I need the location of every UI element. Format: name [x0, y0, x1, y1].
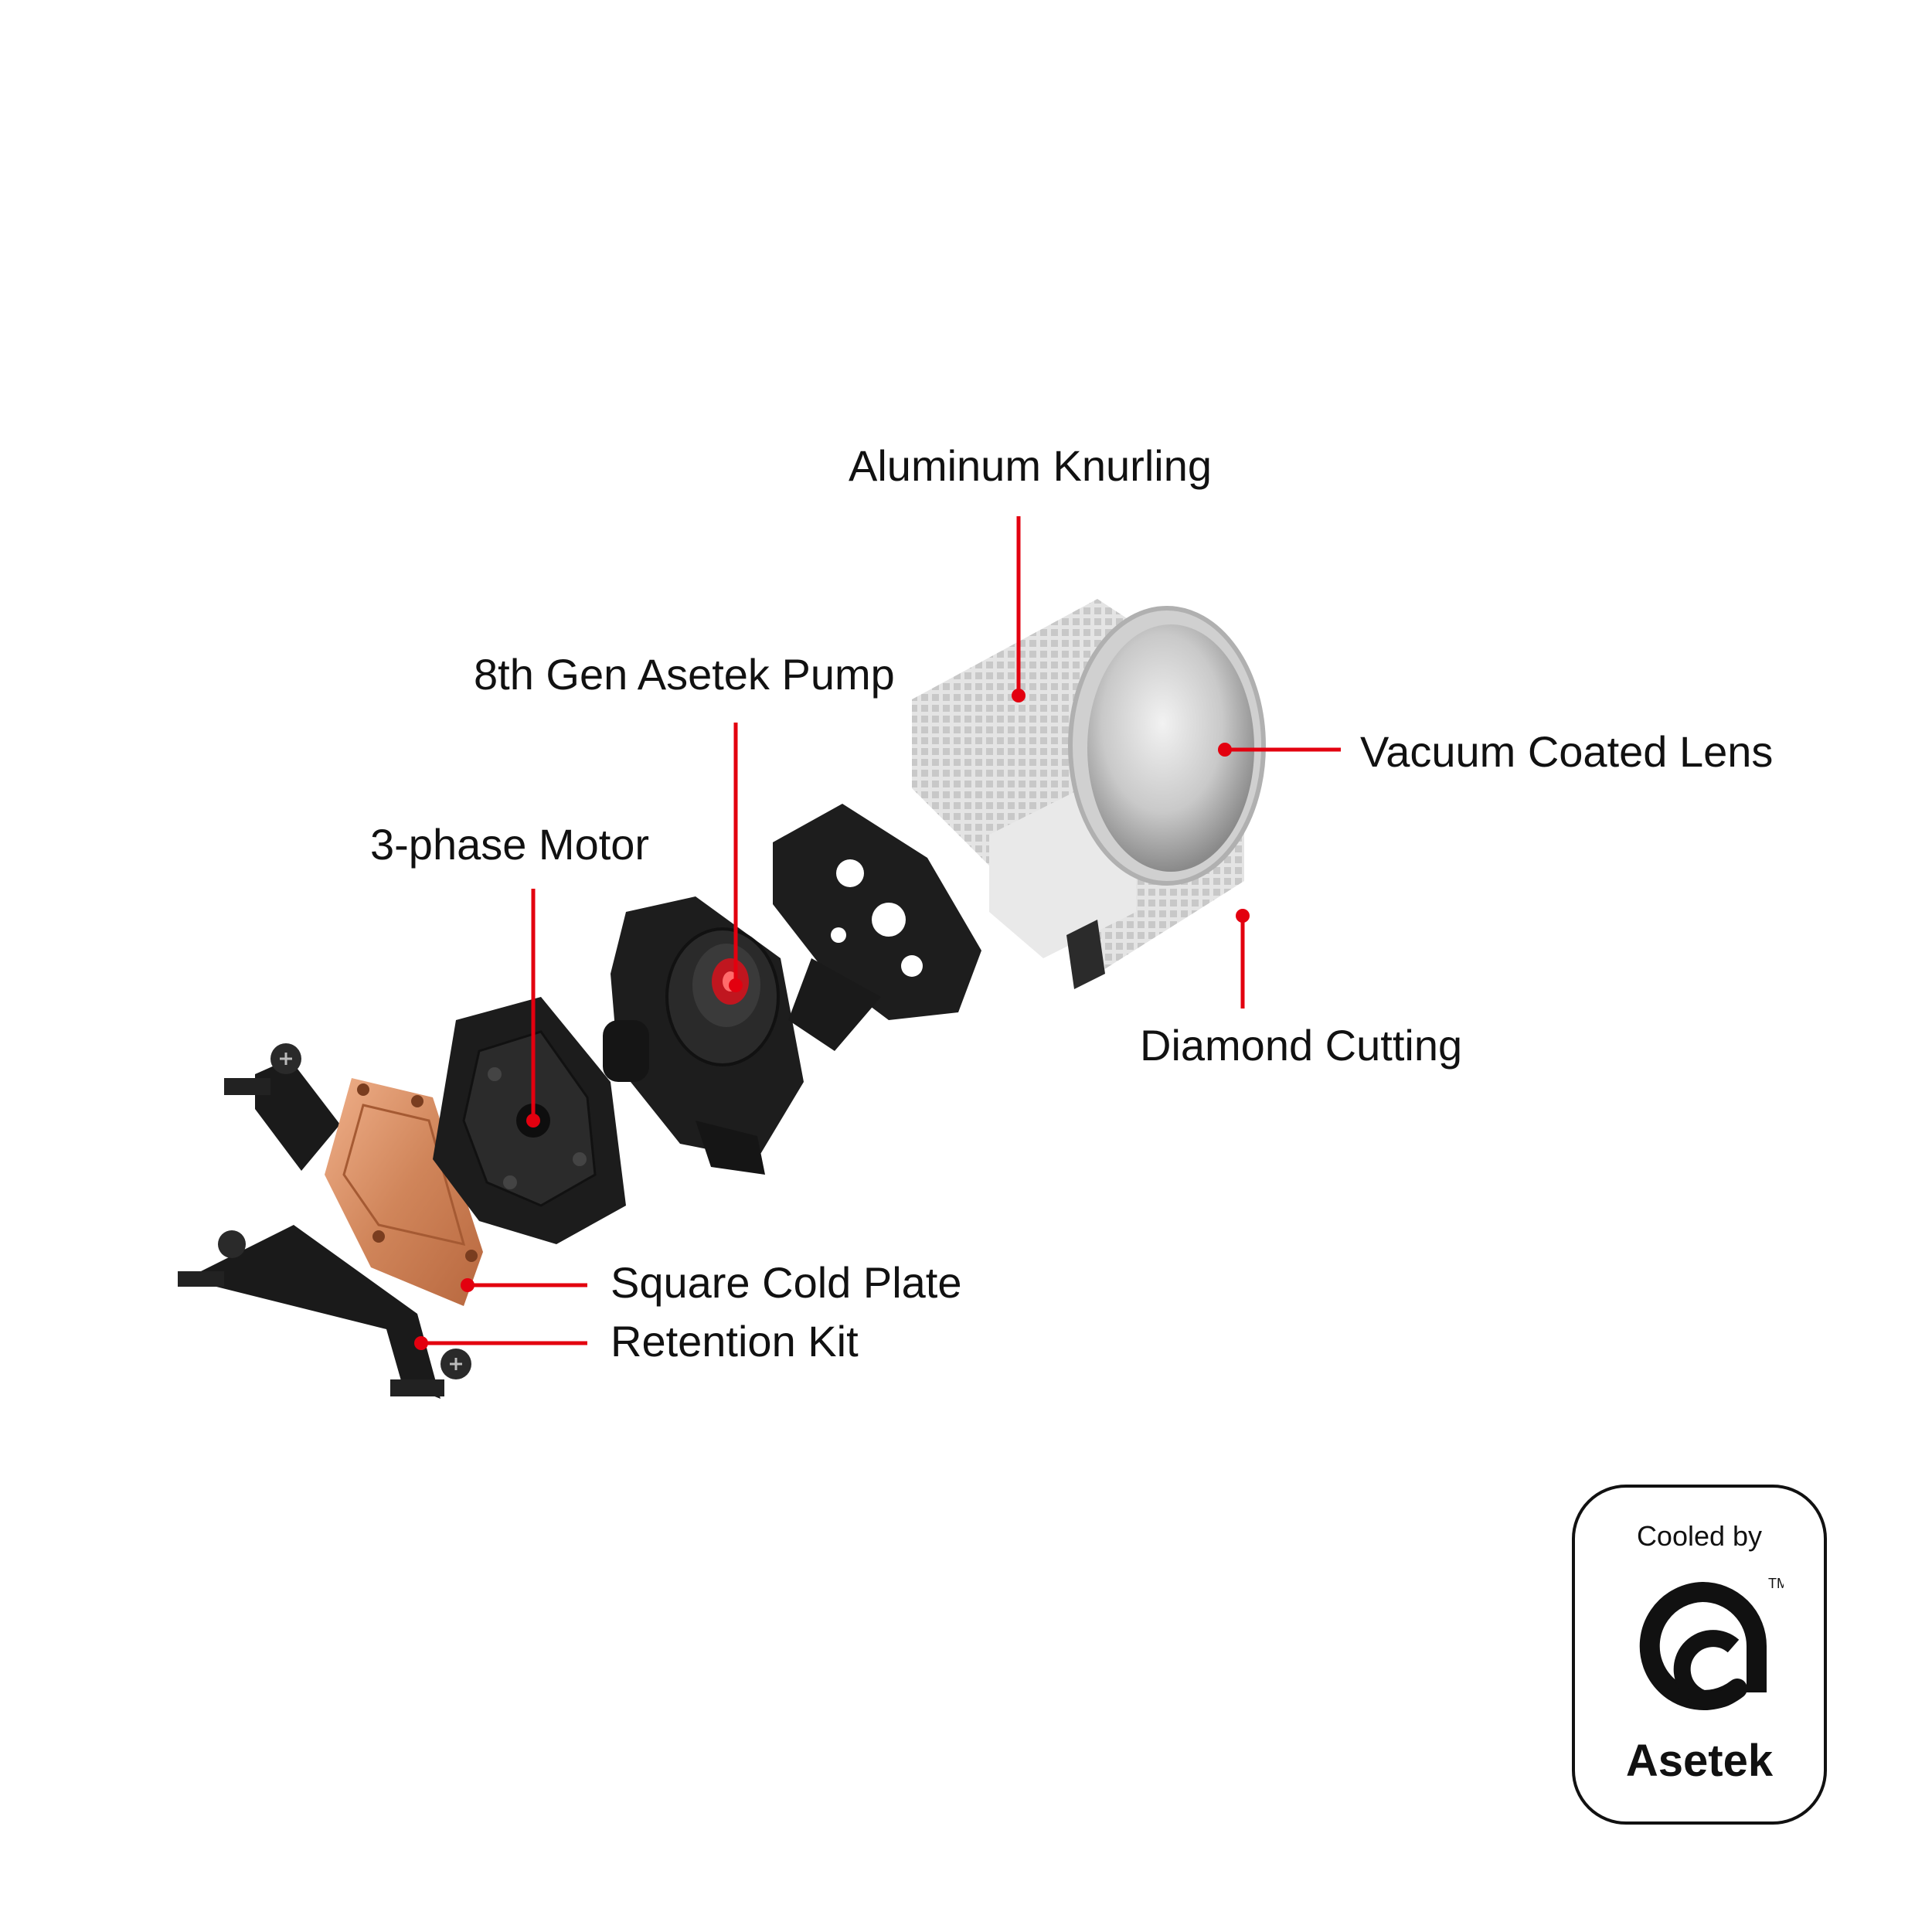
callout-motor: 3-phase Motor [370, 820, 650, 869]
mid-frame-bracket [773, 804, 981, 1051]
callout-aluminum-knurling: Aluminum Knurling [849, 441, 1212, 490]
callout-square-cold-plate: Square Cold Plate [611, 1258, 962, 1307]
callout-vacuum-coated-lens: Vacuum Coated Lens [1360, 727, 1774, 776]
badge-brand: Asetek [1625, 1736, 1774, 1786]
upper-retention-bracket [224, 1043, 340, 1171]
trademark-mark: TM [1768, 1576, 1784, 1591]
lower-retention-bracket [178, 1225, 471, 1399]
cooled-by-asetek-badge: Cooled by TM Asetek [1572, 1485, 1827, 1825]
callout-pump: 8th Gen Asetek Pump [474, 650, 895, 699]
aluminum-cap [912, 599, 1266, 989]
badge-caption: Cooled by [1636, 1520, 1763, 1552]
leader-dots [414, 689, 1250, 1350]
asetek-a-logo-icon: TM [1639, 1576, 1784, 1710]
leader-lines [421, 516, 1341, 1345]
callout-retention-kit: Retention Kit [611, 1317, 859, 1366]
pump-assembly [603, 896, 804, 1175]
callout-diamond-cutting: Diamond Cutting [1140, 1021, 1463, 1070]
